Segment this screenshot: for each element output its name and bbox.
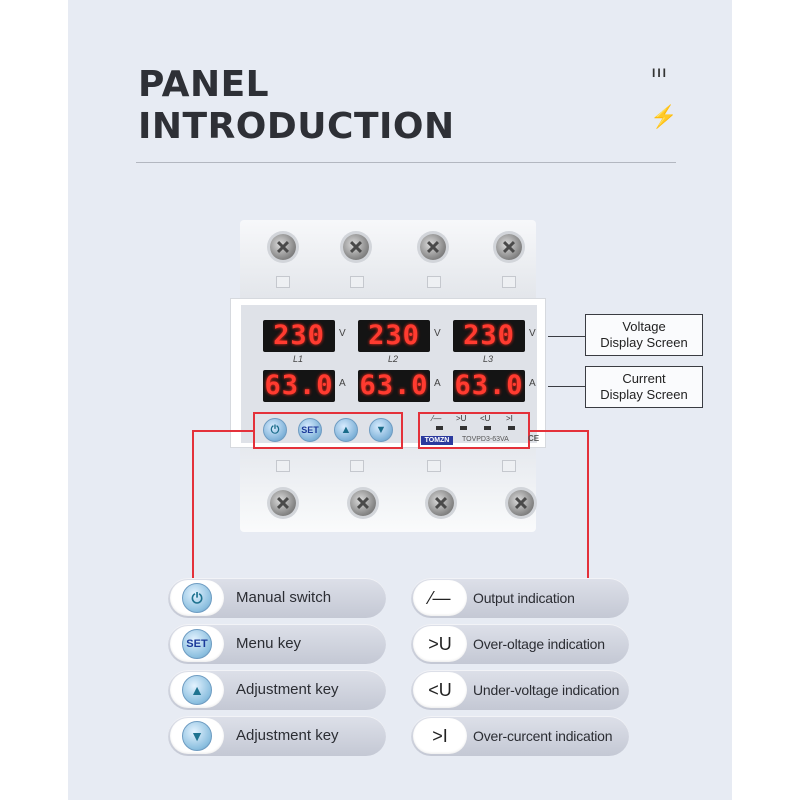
- leader-line: [192, 430, 254, 432]
- terminal-slot: [350, 276, 364, 288]
- legend-label: Menu key: [236, 635, 302, 652]
- current-display-l3: 63.0: [453, 370, 525, 402]
- terminal-slot: [276, 276, 290, 288]
- legend-item-menu-key: SET Menu key: [168, 624, 386, 664]
- current-unit: A: [529, 378, 536, 389]
- terminal-slot: [502, 276, 516, 288]
- callout-line: Display Screen: [600, 387, 688, 402]
- legend-label: Adjustment key: [236, 727, 339, 744]
- device-down-button[interactable]: ▼: [369, 418, 393, 442]
- device-bottom-terminals: [240, 448, 536, 532]
- terminal-slot: [502, 460, 516, 472]
- legend-label: Over-oltage indication: [473, 636, 605, 652]
- arrow-up-icon: ▲: [182, 675, 212, 705]
- indicator-led: [484, 426, 491, 430]
- callout-connector: [548, 386, 586, 387]
- voltage-display-callout: Voltage Display Screen: [585, 314, 703, 356]
- indicator-led: [460, 426, 467, 430]
- terminal-slot: [427, 276, 441, 288]
- screw-icon: [508, 490, 534, 516]
- title-divider: [136, 162, 676, 163]
- legend-item-over-voltage: >U Over-oltage indication: [411, 624, 629, 664]
- legend-label: Over-curcent indication: [473, 728, 613, 744]
- buttons-highlight-box: [253, 412, 403, 449]
- current-display-l2: 63.0: [358, 370, 430, 402]
- lightning-bolt-icon: ⚡: [650, 104, 678, 129]
- phase-label-l3: L3: [483, 354, 494, 364]
- arrow-down-icon: ▼: [182, 721, 212, 751]
- callout-line: Voltage: [622, 319, 666, 334]
- indicator-label-output: ⁄—: [432, 414, 442, 423]
- switch-output-icon: ⁄—: [429, 588, 451, 608]
- model-number: TOVPD3-63VA: [462, 436, 509, 443]
- legend-label: Under-voltage indication: [473, 682, 620, 698]
- terminal-slot: [350, 460, 364, 472]
- screw-icon: [270, 234, 296, 260]
- legend-item-over-current: >I Over-curcent indication: [411, 716, 629, 756]
- indicator-label-under-voltage: <U: [480, 414, 491, 423]
- set-icon: SET: [182, 629, 212, 659]
- page-title: PANEL INTRODUCTION: [138, 64, 455, 148]
- legend-label: Manual switch: [236, 589, 332, 606]
- terminal-slot: [427, 460, 441, 472]
- screw-icon: [428, 490, 454, 516]
- voltage-display-l2: 230: [358, 320, 430, 352]
- screw-icon: [270, 490, 296, 516]
- current-unit: A: [434, 378, 441, 389]
- leader-line: [530, 430, 588, 432]
- screw-icon: [343, 234, 369, 260]
- legend-item-output: ⁄— Output indication: [411, 578, 629, 618]
- phase-label-l2: L2: [388, 354, 399, 364]
- screw-icon: [496, 234, 522, 260]
- phase-label-l1: L1: [293, 354, 304, 364]
- callout-line: Current: [622, 371, 666, 386]
- device-top-terminals: [240, 220, 536, 302]
- brand-logo: TOMZN: [421, 436, 453, 445]
- indicator-label-over-voltage: >U: [456, 414, 467, 423]
- leader-line: [587, 430, 589, 578]
- over-voltage-icon: >U: [428, 634, 452, 654]
- leader-line: [192, 430, 194, 578]
- voltage-unit: V: [529, 328, 536, 339]
- legend-label: Output indication: [473, 590, 575, 606]
- screw-icon: [420, 234, 446, 260]
- indicators-highlight-box: [418, 412, 530, 449]
- current-display-callout: Current Display Screen: [585, 366, 703, 408]
- legend-label: Adjustment key: [236, 681, 339, 698]
- screw-icon: [350, 490, 376, 516]
- legend-item-under-voltage: <U Under-voltage indication: [411, 670, 629, 710]
- device-set-button[interactable]: SET: [298, 418, 322, 442]
- device-power-button[interactable]: ⏻: [263, 418, 287, 442]
- indicator-led: [508, 426, 515, 430]
- title-line-1: PANEL: [138, 64, 270, 105]
- device-up-button[interactable]: ▲: [334, 418, 358, 442]
- ce-mark: CE: [528, 434, 540, 443]
- three-phase-icon: III: [652, 66, 669, 80]
- legend-item-adjust-up: ▲ Adjustment key: [168, 670, 386, 710]
- power-icon: ⏻: [182, 583, 212, 613]
- voltage-unit: V: [339, 328, 346, 339]
- terminal-slot: [276, 460, 290, 472]
- callout-line: Display Screen: [600, 335, 688, 350]
- current-unit: A: [339, 378, 346, 389]
- under-voltage-icon: <U: [428, 680, 452, 700]
- over-current-icon: >I: [432, 726, 448, 746]
- indicator-led: [436, 426, 443, 430]
- title-line-2: INTRODUCTION: [138, 106, 455, 147]
- legend-item-adjust-down: ▼ Adjustment key: [168, 716, 386, 756]
- voltage-unit: V: [434, 328, 441, 339]
- current-display-l1: 63.0: [263, 370, 335, 402]
- legend-item-manual-switch: ⏻ Manual switch: [168, 578, 386, 618]
- callout-connector: [548, 336, 586, 337]
- indicator-label-over-current: >I: [506, 414, 513, 423]
- voltage-display-l3: 230: [453, 320, 525, 352]
- voltage-display-l1: 230: [263, 320, 335, 352]
